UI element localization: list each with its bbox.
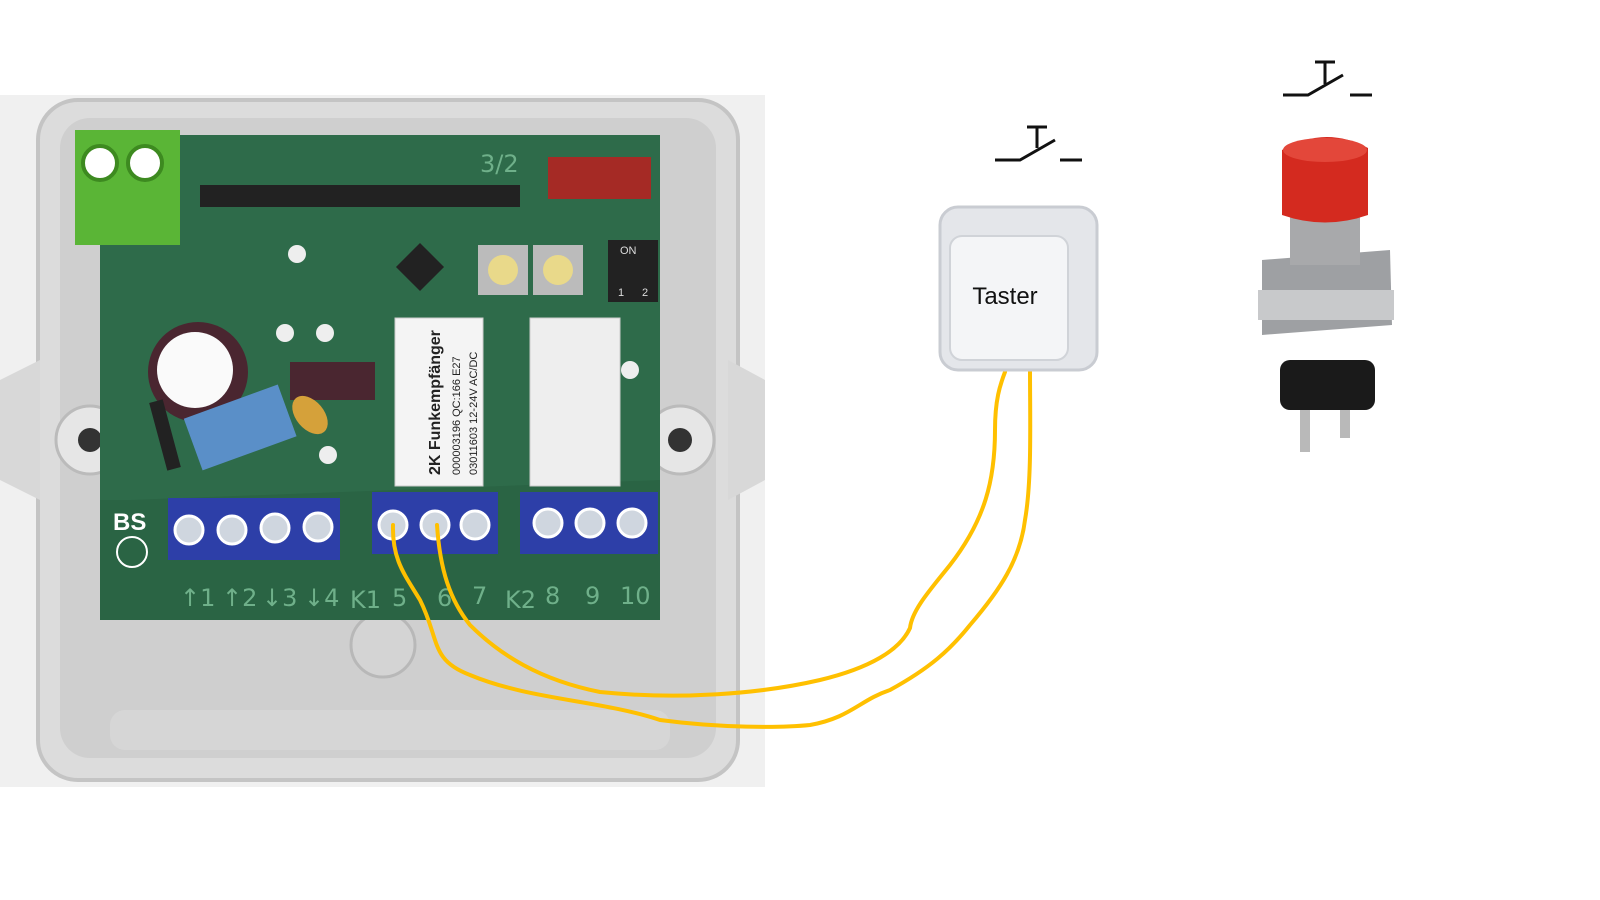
pushbutton-symbol-icon: [995, 125, 1082, 162]
svg-text:1: 1: [618, 287, 624, 299]
header-mark: 3/2: [480, 150, 519, 178]
wire-terminal-5: [390, 368, 1033, 729]
dip-switch: [608, 240, 658, 302]
svg-text:2: 2: [642, 287, 648, 299]
svg-text:↑2: ↑2: [222, 584, 257, 612]
svg-text:03011603 12-24V AC/DC: 03011603 12-24V AC/DC: [468, 352, 480, 475]
svg-text:K1: K1: [350, 586, 381, 614]
svg-text:7: 7: [472, 582, 487, 610]
svg-text:ON: ON: [620, 245, 637, 257]
red-pushbutton: [1258, 136, 1394, 452]
svg-text:10: 10: [620, 582, 651, 610]
svg-text:8: 8: [545, 582, 560, 610]
svg-text:9: 9: [585, 582, 600, 610]
circuit-board: 3/2 ON 1 2 2K Funkempfänger 000003196 QC…: [75, 130, 660, 620]
red-connector: [548, 157, 651, 199]
taster-switch: Taster: [938, 205, 1099, 372]
wire-terminal-6: [435, 370, 1007, 698]
board-mark: BS: [113, 509, 146, 536]
pushbutton-symbol-icon: [1283, 60, 1372, 97]
svg-text:5: 5: [392, 584, 407, 612]
taster-label: Taster: [972, 283, 1037, 310]
module-title: 2K Funkempfänger: [427, 330, 444, 475]
microcontroller: [395, 242, 445, 292]
wires: [390, 368, 1033, 729]
terminal-labels: ↑1 ↑2 ↓3 ↓4 K1 5 6 7 K2 8 9 10: [180, 582, 651, 614]
pin-header: [200, 185, 520, 207]
svg-text:↓3: ↓3: [262, 584, 297, 612]
receiver-relay-module: 2K Funkempfänger 000003196 QC:166 E27 03…: [394, 317, 484, 487]
terminal-blocks: [168, 492, 658, 560]
relay: [529, 317, 621, 487]
svg-text:000003196 QC:166 E27: 000003196 QC:166 E27: [451, 356, 463, 475]
svg-text:↑1: ↑1: [180, 584, 215, 612]
svg-text:↓4: ↓4: [304, 584, 339, 612]
svg-text:K2: K2: [505, 586, 536, 614]
